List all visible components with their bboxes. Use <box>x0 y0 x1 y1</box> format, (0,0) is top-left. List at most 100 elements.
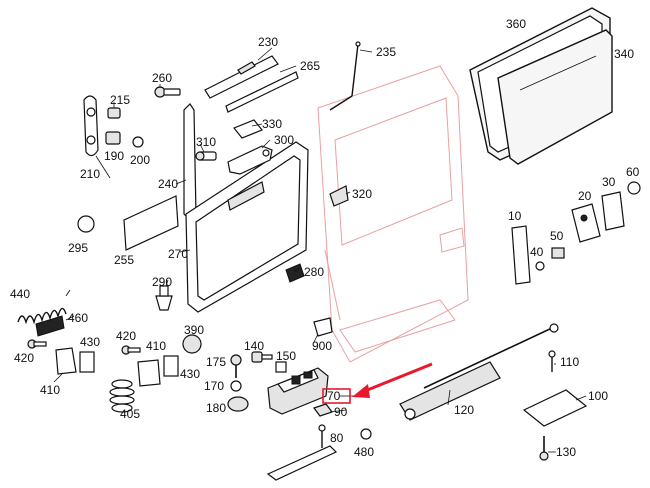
label-215: 215 <box>110 93 130 107</box>
screw-140 <box>251 351 273 363</box>
trim-strip-230 <box>204 55 279 99</box>
strap-10 <box>511 225 531 285</box>
label-170: 170 <box>204 379 224 393</box>
label-200: 200 <box>130 153 150 167</box>
label-360: 360 <box>506 17 526 31</box>
label-255: 255 <box>114 253 134 267</box>
screw-130 <box>539 436 549 461</box>
seal-240 <box>183 103 197 221</box>
label-900: 900 <box>312 339 332 353</box>
pin-110 <box>548 350 556 372</box>
label-300: 300 <box>274 133 294 147</box>
label-30: 30 <box>602 175 616 189</box>
spring-405 <box>109 379 135 413</box>
label-420-left: 420 <box>14 351 34 365</box>
plug-295 <box>77 215 95 233</box>
label-130: 130 <box>556 445 576 459</box>
label-310: 310 <box>196 135 216 149</box>
hinge-arm-210 <box>83 95 99 157</box>
label-175: 175 <box>206 355 226 369</box>
bolt-215 <box>107 107 121 119</box>
rod-235 <box>329 41 361 111</box>
highlight-arrow-shaft <box>359 362 433 395</box>
highlight-arrowhead <box>352 384 370 398</box>
stop-30 <box>601 191 625 231</box>
clip-430-mid <box>163 355 179 377</box>
label-120: 120 <box>454 403 474 417</box>
clip-900 <box>313 317 333 337</box>
label-110: 110 <box>560 355 579 369</box>
nut-90 <box>313 403 333 417</box>
leader-lines <box>53 47 587 453</box>
label-100: 100 <box>588 389 608 403</box>
label-80: 80 <box>330 431 344 445</box>
label-140: 140 <box>244 339 264 353</box>
clip-320 <box>329 185 349 207</box>
label-190: 190 <box>104 149 124 163</box>
trim-panel-270 <box>185 141 309 313</box>
bracket-20 <box>571 203 601 243</box>
label-180: 180 <box>206 401 226 415</box>
cap-60 <box>627 181 641 195</box>
label-340: 340 <box>614 47 634 61</box>
label-280: 280 <box>304 265 324 279</box>
rear-door-outline <box>317 65 469 363</box>
label-440: 440 <box>10 287 30 301</box>
block-460 <box>35 315 65 337</box>
handle-300 <box>227 145 273 175</box>
label-290: 290 <box>152 275 172 289</box>
label-430-left: 430 <box>80 335 100 349</box>
pin-80 <box>318 424 326 448</box>
screw-420-mid <box>121 345 141 355</box>
screw-260 <box>154 86 181 98</box>
label-390: 390 <box>184 323 204 337</box>
washer-200 <box>132 136 144 148</box>
label-410-left: 410 <box>40 383 60 397</box>
panel-255 <box>123 195 179 251</box>
screw-175 <box>230 354 242 378</box>
label-235: 235 <box>376 45 396 59</box>
label-260: 260 <box>152 71 172 85</box>
label-330: 330 <box>262 117 282 131</box>
label-90: 90 <box>334 405 348 419</box>
label-40: 40 <box>530 245 544 259</box>
screw-310 <box>195 151 217 161</box>
washer-480 <box>360 428 372 440</box>
nut-150 <box>275 361 287 373</box>
label-10: 10 <box>508 209 522 223</box>
label-420-mid: 420 <box>116 329 136 343</box>
label-230: 230 <box>258 35 278 49</box>
label-295: 295 <box>68 241 88 255</box>
label-460: 460 <box>68 311 88 325</box>
washer-40 <box>535 261 545 271</box>
bracket-410-mid <box>137 359 161 387</box>
label-60: 60 <box>626 165 640 179</box>
part-labels: 360 340 230 235 265 260 215 330 310 300 … <box>10 17 640 459</box>
label-240: 240 <box>158 177 178 191</box>
spring-440 <box>17 289 71 325</box>
label-270: 270 <box>168 247 188 261</box>
lever-bottom <box>266 445 338 481</box>
bolt-190 <box>105 131 121 145</box>
label-20: 20 <box>578 189 592 203</box>
bushing-180 <box>227 396 249 412</box>
clip-430-left <box>79 351 95 373</box>
screw-50 <box>551 247 565 259</box>
label-320: 320 <box>352 187 372 201</box>
bracket-280 <box>285 263 305 283</box>
screw-420-left <box>27 339 47 349</box>
label-150: 150 <box>276 349 296 363</box>
lock-assembly-900 <box>267 367 329 415</box>
label-70: 70 <box>327 389 341 403</box>
grommet-390 <box>182 334 202 354</box>
highlight-70 <box>322 362 433 404</box>
window-glass-340 <box>497 29 613 165</box>
label-210: 210 <box>80 167 100 181</box>
label-265: 265 <box>300 59 320 73</box>
highlight-box <box>322 388 351 404</box>
clip-330 <box>233 119 263 139</box>
clip-290 <box>155 285 173 311</box>
strip-265 <box>225 71 299 113</box>
